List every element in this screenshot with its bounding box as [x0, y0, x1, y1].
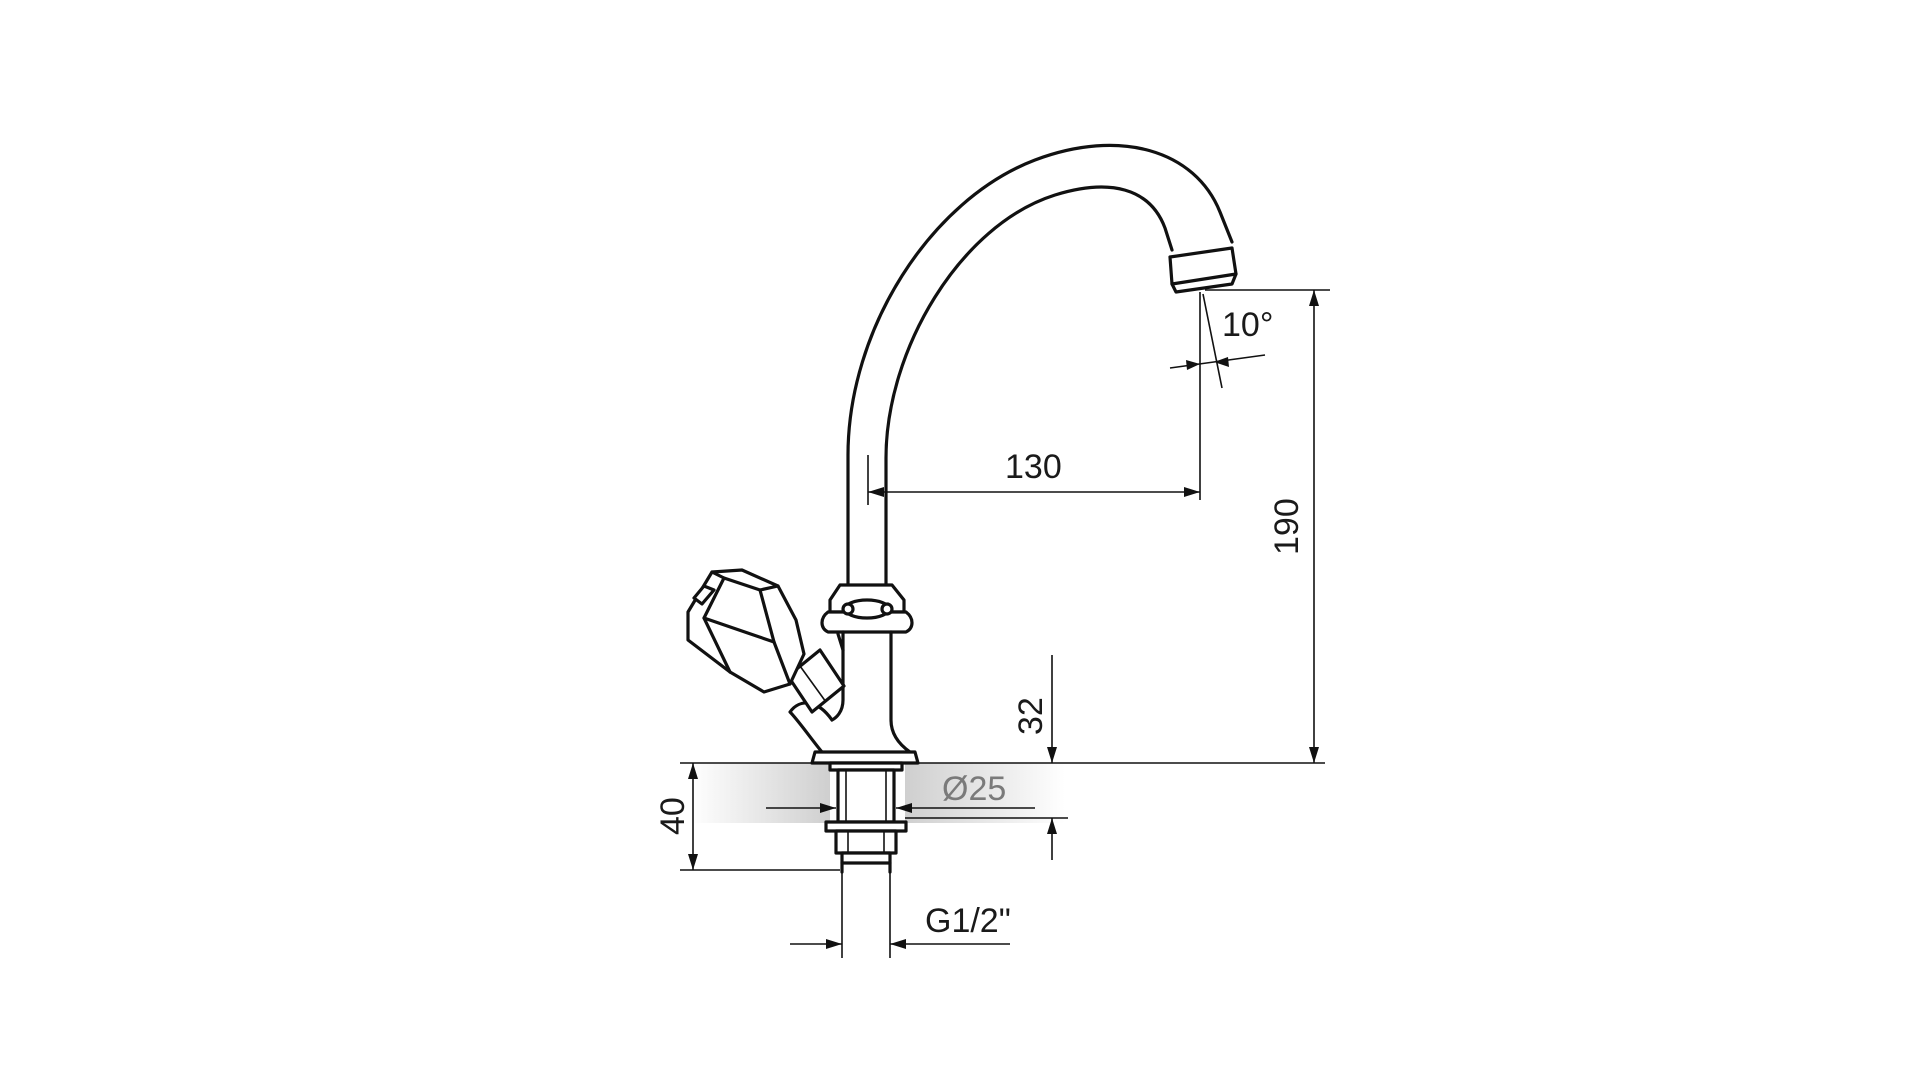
dim-130-arrow-left: [868, 487, 884, 497]
aerator: [1168, 246, 1238, 286]
label-height-total: 190: [1268, 498, 1306, 555]
knob-facet-4: [702, 616, 776, 644]
label-height-base: 32: [1012, 697, 1050, 735]
label-thread: G1/2": [925, 902, 1011, 940]
aerator-tip: [1170, 272, 1238, 294]
base-flange: [810, 750, 920, 765]
countertop-section: [690, 763, 1065, 823]
handle-stem: [786, 648, 846, 714]
stem-line: [799, 665, 827, 703]
collar-dot-left: [841, 602, 855, 616]
knob-cap: [692, 584, 716, 606]
dim-10-arrow-right: [1214, 357, 1229, 367]
dim-32-lower-arrow: [1047, 818, 1057, 834]
dim-thread-arrow-right: [890, 939, 906, 949]
dim-190-arrow-top: [1309, 290, 1319, 306]
label-mount-depth: 40: [654, 797, 692, 835]
dim-190-arrow-bottom: [1309, 747, 1319, 763]
spout-outer-line: [846, 143, 1234, 587]
dimension-labels: 10° 130 190 32 Ø25 40 G1/2": [654, 306, 1306, 940]
body-right-line: [889, 630, 912, 754]
dim-40-arrow-bottom: [688, 854, 698, 870]
collar-dot-right: [880, 602, 894, 616]
dim-thread-arrow-left: [826, 939, 842, 949]
nut-bottom: [840, 851, 892, 865]
faucet-body: [686, 143, 1238, 874]
dim-40-arrow-top: [688, 763, 698, 779]
dimension-lines: [680, 289, 1330, 958]
dim-10-arrow-left: [1186, 360, 1200, 370]
label-angle: 10°: [1222, 306, 1273, 344]
collar-ring: [820, 610, 914, 634]
label-diameter: Ø25: [942, 770, 1006, 808]
dim-130-arrow-right: [1184, 487, 1200, 497]
mount-nut: [834, 829, 898, 855]
knob-facet-1: [710, 570, 780, 592]
spout-inner-line: [884, 185, 1174, 587]
dim-25-arrow-right: [896, 803, 912, 813]
label-reach: 130: [1005, 448, 1062, 486]
dim-32-arrow: [1047, 747, 1057, 763]
dim-10-angled-line: [1202, 293, 1223, 389]
dim-25-arrow-left: [820, 803, 836, 813]
